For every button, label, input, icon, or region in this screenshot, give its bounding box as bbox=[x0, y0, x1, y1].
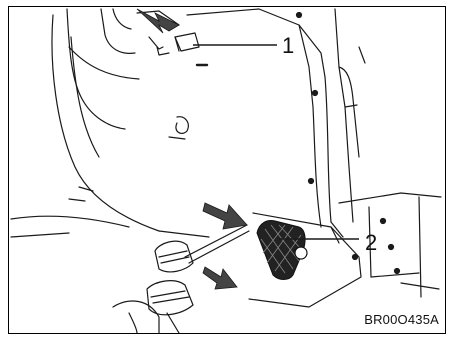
callout-number-1: 1 bbox=[282, 35, 294, 57]
right-arrow-icon bbox=[203, 203, 247, 229]
illustration-frame: 1 2 BR00O435A bbox=[8, 6, 446, 334]
right-arrow-icon bbox=[203, 267, 237, 289]
pedal-pad-icon bbox=[257, 221, 307, 280]
figure-code: BR00O435A bbox=[364, 312, 439, 327]
line-drawing bbox=[9, 7, 445, 333]
callout-number-2: 2 bbox=[365, 232, 377, 254]
